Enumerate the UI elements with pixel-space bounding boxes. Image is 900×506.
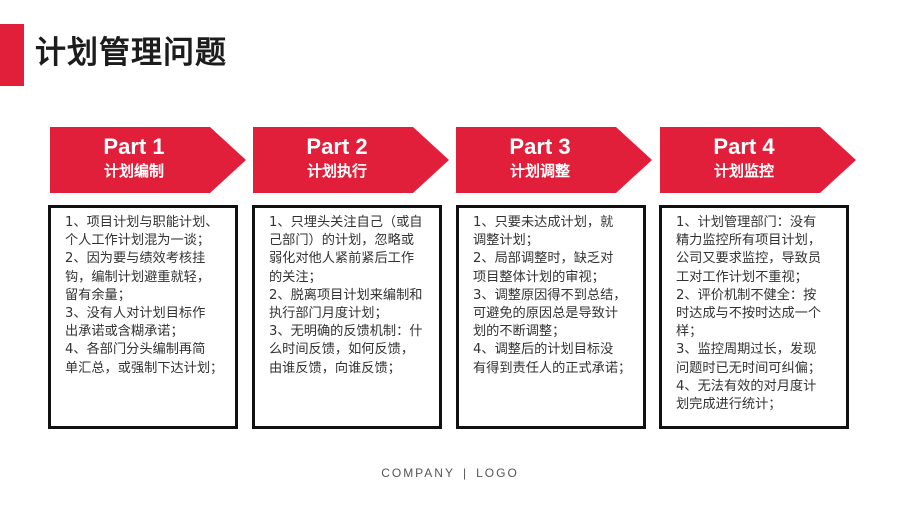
- part-label: Part 1: [103, 134, 165, 159]
- arrow-shape-icon: [660, 127, 856, 193]
- description-line: 项目整体计划的审视；: [473, 269, 605, 285]
- description-line: 出承诺或含糊承诺；: [65, 324, 184, 340]
- description-line: 4、调整后的计划目标没: [473, 342, 614, 358]
- description-line: 3、无明确的反馈机制：什: [269, 324, 423, 340]
- description-line: 2、局部调整时，缺乏对: [473, 251, 614, 267]
- description-line: 1、只要未达成计划，就: [473, 215, 614, 230]
- description-line: 2、评价机制不健全：按: [676, 287, 817, 303]
- page-title: 计划管理问题: [35, 35, 227, 71]
- description-line: 可避免的原因总是导致计: [473, 306, 619, 322]
- description-line: 由谁反馈，向谁反馈；: [269, 360, 401, 376]
- description-line: 的关注；: [269, 269, 322, 285]
- description-line: 精力监控所有项目计划，: [676, 233, 822, 249]
- description-line: 么时间反馈，如何反馈，: [269, 342, 415, 358]
- part-subtitle: 计划编制: [103, 162, 164, 180]
- description-line: 单汇总，或强制下达计划；: [65, 360, 224, 376]
- description-line: 2、因为要与绩效考核挂: [65, 251, 206, 267]
- description-line: 4、无法有效的对月度计: [676, 378, 817, 394]
- description-line: 样；: [676, 324, 703, 340]
- description-line: 弱化对他人紧前紧后工作: [269, 251, 415, 267]
- description-line: 问题时已无时间可纠偏；: [676, 360, 822, 376]
- part-label: Part 2: [306, 134, 368, 159]
- accent-bar: [0, 24, 24, 86]
- part-4-description-box: 1、计划管理部门：没有 精力监控所有项目计划， 公司又要求监控，导致员 工对工作…: [659, 205, 849, 429]
- description-line: 公司又要求监控，导致员: [676, 251, 822, 267]
- part-3-arrow: Part 3 计划调整: [456, 127, 652, 193]
- description-line: 有得到责任人的正式承诺；: [473, 360, 632, 376]
- footer-separator: |: [462, 466, 469, 480]
- description-line: 钩，编制计划避重就轻，: [65, 269, 211, 285]
- arrow-shape-icon: [253, 127, 449, 193]
- description-line: 个人工作计划混为一谈；: [65, 233, 211, 249]
- part-3-description-box: 1、只要未达成计划，就 调整计划； 2、局部调整时，缺乏对 项目整体计划的审视；…: [456, 205, 646, 429]
- description-line: 时达成与不按时达成一个: [676, 306, 822, 322]
- description-line: 1、计划管理部门：没有: [676, 215, 817, 230]
- description-line: 执行部门月度计划；: [269, 306, 388, 322]
- footer-company: COMPANY: [381, 466, 455, 480]
- footer-logo: LOGO: [476, 466, 519, 480]
- description-line: 1、项目计划与职能计划、: [65, 215, 219, 230]
- part-2-description-box: 1、只埋头关注自己（或自 己部门）的计划，忽略或 弱化对他人紧前紧后工作 的关注…: [252, 205, 442, 429]
- description-line: 留有余量；: [65, 287, 131, 303]
- arrow-shape-icon: [50, 127, 246, 193]
- description-line: 1、只埋头关注自己（或自: [269, 215, 423, 230]
- description-line: 3、没有人对计划目标作: [65, 306, 206, 322]
- description-line: 调整计划；: [473, 233, 539, 249]
- description-line: 4、各部门分头编制再简: [65, 342, 206, 358]
- footer: COMPANY | LOGO: [0, 466, 900, 480]
- part-subtitle: 计划调整: [509, 162, 570, 180]
- description-line: 划的不断调整；: [473, 324, 566, 340]
- description-line: 工对工作计划不重视；: [676, 269, 808, 285]
- part-2-arrow: Part 2 计划执行: [253, 127, 449, 193]
- description-line: 3、调整原因得不到总结，: [473, 287, 627, 303]
- part-4-arrow: Part 4 计划监控: [660, 127, 856, 193]
- description-line: 划完成进行统计；: [676, 397, 782, 413]
- part-1-description-box: 1、项目计划与职能计划、 个人工作计划混为一谈； 2、因为要与绩效考核挂 钩，编…: [48, 205, 238, 429]
- description-line: 2、脱离项目计划来编制和: [269, 287, 423, 303]
- description-line: 己部门）的计划，忽略或: [269, 233, 415, 249]
- part-label: Part 3: [509, 134, 571, 159]
- part-subtitle: 计划监控: [713, 162, 774, 180]
- part-1-arrow: Part 1 计划编制: [50, 127, 246, 193]
- arrow-shape-icon: [456, 127, 652, 193]
- part-label: Part 4: [713, 134, 775, 159]
- description-line: 3、监控周期过长，发现: [676, 342, 817, 358]
- part-subtitle: 计划执行: [306, 162, 367, 180]
